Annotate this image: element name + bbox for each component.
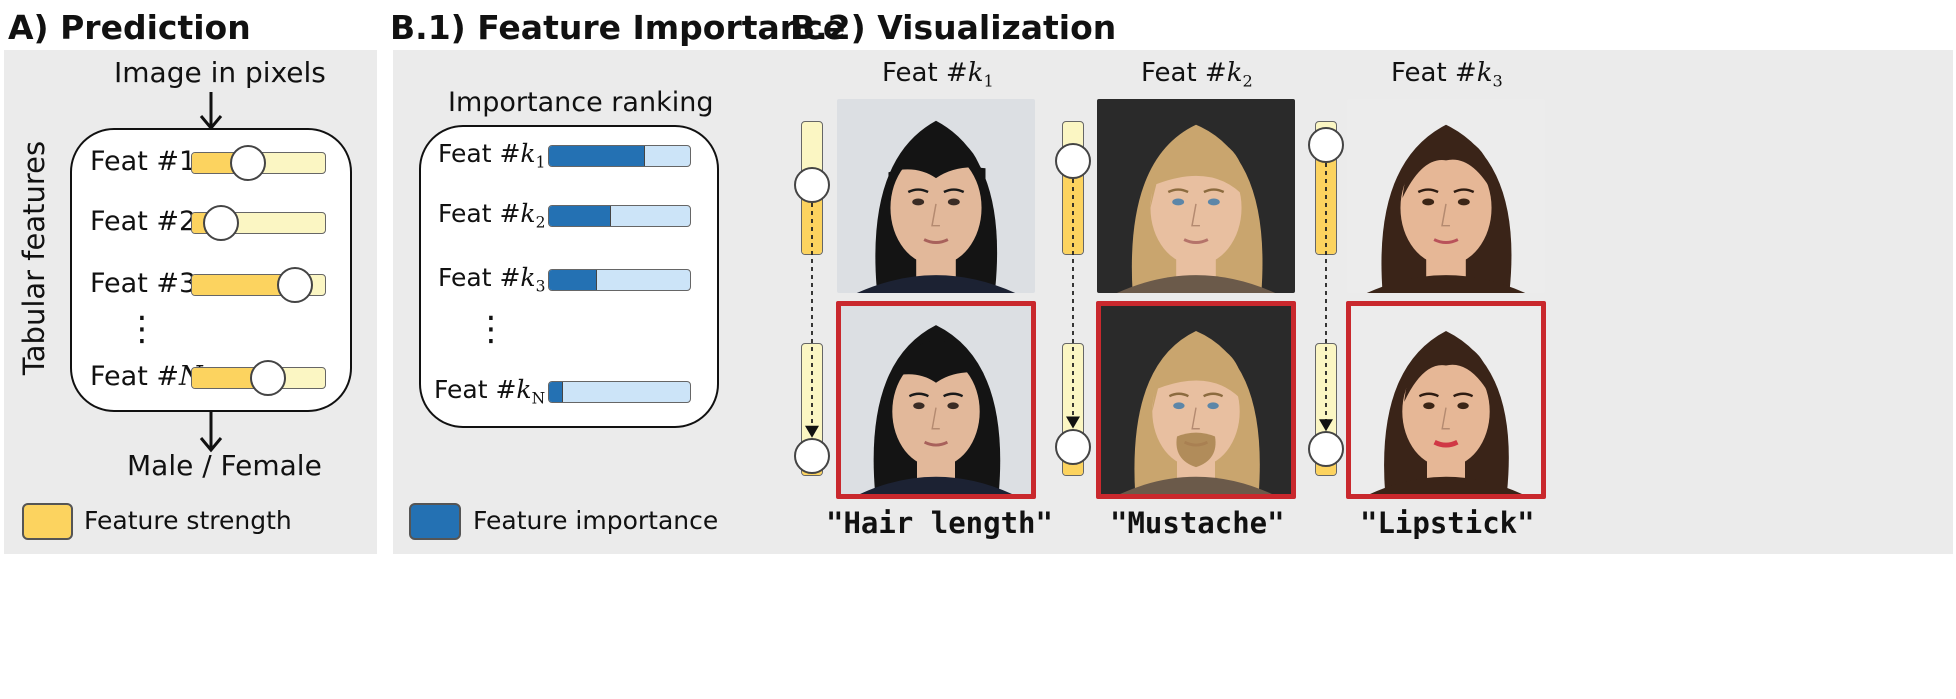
panel-b1-title: B.1) Feature Importance — [390, 8, 846, 47]
importance-feature-var: k — [516, 375, 532, 404]
visualized-feature-sub: 3 — [1492, 71, 1503, 91]
feature-importance-fill — [549, 206, 612, 226]
feature-importance-fill — [549, 146, 645, 166]
visualized-feature-var: k — [967, 58, 984, 88]
importance-feature-var: k — [520, 263, 536, 292]
feature-strength-fill — [192, 275, 295, 295]
feature-label-prefix: Feat # — [90, 361, 180, 392]
slider-knob[interactable] — [794, 438, 830, 475]
importance-feature-label: Feat #k3 — [438, 263, 545, 295]
visualized-feature-header: Feat #k3 — [1391, 58, 1503, 91]
visualized-feature-sub: 1 — [983, 71, 994, 91]
feature-strength-knob[interactable] — [202, 205, 239, 241]
legend-label-importance: Feature importance — [473, 506, 719, 535]
feature-importance-bar — [548, 145, 691, 167]
importance-feature-prefix: Feat # — [438, 139, 521, 168]
visualized-feature-prefix: Feat # — [1391, 58, 1477, 88]
importance-ellipsis: ⋮ — [474, 309, 508, 349]
legend-swatch-strength — [22, 503, 73, 540]
visualized-feature-header: Feat #k1 — [882, 58, 994, 91]
feature-label: Feat #2 — [90, 206, 196, 237]
feature-label-prefix: Feat # — [90, 268, 180, 299]
input-label: Image in pixels — [114, 56, 326, 89]
original-face-image — [837, 99, 1035, 293]
importance-feature-var: k — [520, 199, 536, 228]
concept-label: "Hair length" — [826, 506, 1053, 540]
original-face-image — [1347, 99, 1545, 293]
input-arrow-icon — [199, 92, 223, 131]
edited-face-image — [1096, 301, 1296, 499]
visualized-feature-var: k — [1226, 58, 1243, 88]
feature-strength-knob[interactable] — [229, 145, 266, 181]
importance-feature-sub: 3 — [535, 277, 546, 296]
importance-feature-label: Feat #kN — [434, 375, 545, 407]
importance-feature-sub: N — [531, 389, 546, 408]
legend-label-strength: Feature strength — [84, 506, 292, 535]
visualized-feature-header: Feat #k2 — [1141, 58, 1253, 91]
slider-knob[interactable] — [1308, 431, 1344, 468]
visualized-feature-prefix: Feat # — [1141, 58, 1227, 88]
importance-feature-sub: 1 — [535, 153, 546, 172]
importance-ranking-title: Importance ranking — [448, 87, 714, 118]
feature-strength-knob[interactable] — [249, 360, 286, 396]
feature-label-prefix: Feat # — [90, 206, 180, 237]
slider-knob[interactable] — [1055, 143, 1091, 180]
slider-fill — [1063, 161, 1083, 254]
importance-feature-label: Feat #k2 — [438, 199, 545, 231]
slider-knob[interactable] — [794, 167, 830, 204]
slider-knob[interactable] — [1055, 428, 1091, 465]
importance-feature-label: Feat #k1 — [438, 139, 545, 171]
edit-arrow-icon — [1319, 163, 1333, 432]
feature-ellipsis: ⋮ — [125, 309, 159, 349]
output-arrow-icon — [199, 412, 223, 453]
feature-label: Feat #3 — [90, 268, 196, 299]
slider-fill — [1316, 145, 1336, 254]
concept-label: "Mustache" — [1110, 506, 1285, 540]
feature-strength-fill — [192, 368, 268, 388]
legend-swatch-importance — [409, 503, 461, 540]
importance-feature-prefix: Feat # — [434, 375, 517, 404]
slider-knob[interactable] — [1308, 127, 1344, 164]
edited-face-image — [836, 301, 1036, 499]
importance-feature-prefix: Feat # — [438, 263, 521, 292]
visualized-feature-prefix: Feat # — [882, 58, 968, 88]
feature-label: Feat #1 — [90, 146, 196, 177]
visualized-feature-var: k — [1476, 58, 1493, 88]
feature-importance-fill — [549, 382, 564, 402]
output-label: Male / Female — [127, 449, 322, 482]
importance-feature-prefix: Feat # — [438, 199, 521, 228]
importance-feature-var: k — [520, 139, 536, 168]
feature-label-prefix: Feat # — [90, 146, 180, 177]
concept-label: "Lipstick" — [1360, 506, 1535, 540]
feature-importance-bar — [548, 269, 691, 291]
panel-b2-title: B.2) Visualization — [790, 8, 1117, 47]
edited-face-image — [1346, 301, 1546, 499]
original-face-image — [1097, 99, 1295, 293]
importance-feature-sub: 2 — [535, 213, 546, 232]
tabular-features-label: Tabular features — [17, 140, 51, 376]
panel-a-title: A) Prediction — [8, 8, 251, 47]
edit-arrow-icon — [1066, 179, 1080, 429]
feature-importance-bar — [548, 381, 691, 403]
feature-strength-knob[interactable] — [276, 267, 313, 303]
feature-importance-bar — [548, 205, 691, 227]
visualized-feature-sub: 2 — [1242, 71, 1253, 91]
feature-label: Feat #N — [90, 361, 203, 392]
feature-importance-fill — [549, 270, 597, 290]
edit-arrow-icon — [805, 203, 819, 439]
